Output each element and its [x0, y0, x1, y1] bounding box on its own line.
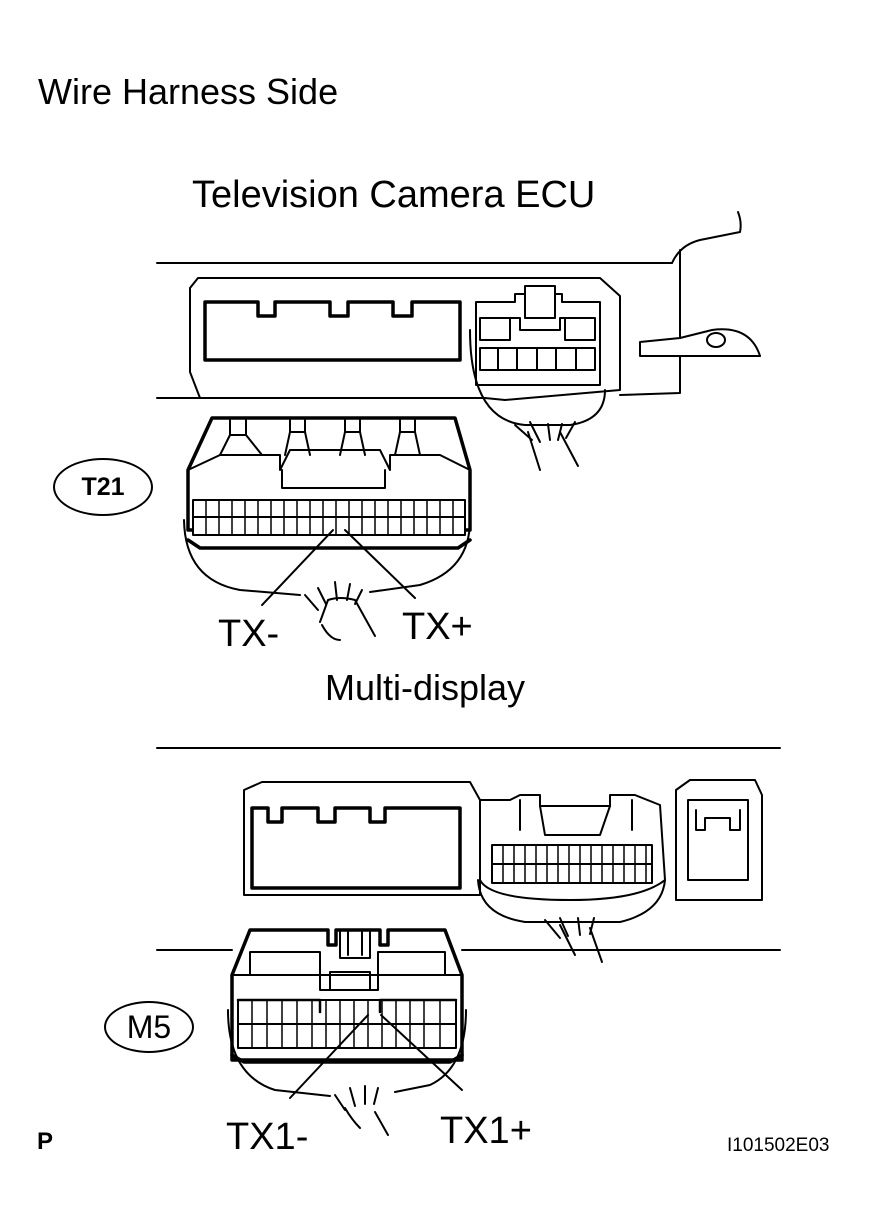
pin-label-tx-plus: TX+ — [402, 606, 473, 648]
pin-label-tx1-minus: TX1- — [226, 1116, 309, 1158]
pin-label-tx-minus: TX- — [218, 613, 280, 655]
page-title: Wire Harness Side — [38, 71, 339, 112]
figure-code: I101502E03 — [727, 1135, 830, 1156]
multi-display-housing — [156, 747, 781, 963]
connector-code-badge-t21: T21 — [53, 458, 153, 516]
ecu-housing — [156, 211, 761, 471]
t21-plug — [183, 416, 472, 641]
m5-plug — [227, 928, 467, 1136]
ecu-component-label: Television Camera ECU — [192, 174, 596, 216]
multi-display-component-label: Multi-display — [325, 667, 526, 708]
page-letter: P — [37, 1128, 54, 1155]
pin-label-tx1-plus: TX1+ — [440, 1110, 532, 1152]
connector-code-badge-m5: M5 — [104, 1001, 194, 1053]
